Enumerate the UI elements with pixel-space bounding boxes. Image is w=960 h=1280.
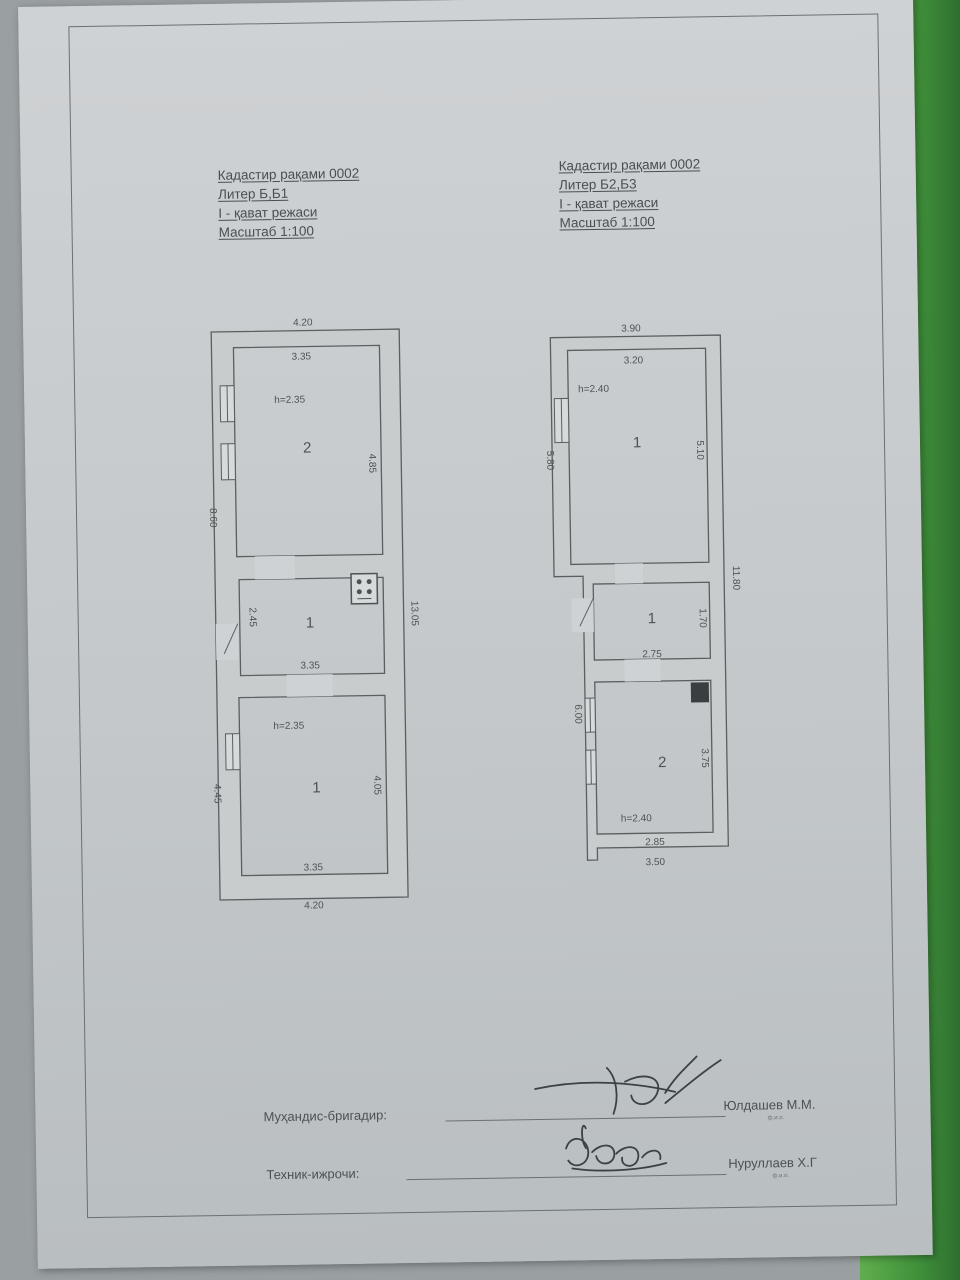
left-floor-plan: 4.20 3.35 h=2.35 4.85 8.60 13.05 2.45 3.… [207,317,420,911]
room-height: h=2.35 [273,721,304,732]
floor-plans: 4.20 3.35 h=2.35 4.85 8.60 13.05 2.45 3.… [207,317,741,911]
room-height: h=2.40 [578,384,609,395]
room-number: 1 [648,610,657,627]
right-floor-plan: 3.90 3.20 h=2.40 5.80 5.10 11.80 1.70 2.… [544,323,741,868]
dim-right-upper: 4.85 [366,453,377,473]
dim-right-upper: 5.10 [694,440,705,460]
dim-left-upper: 5.80 [544,451,555,471]
room-number: 1 [633,434,642,451]
right-entrance [571,598,594,633]
dim-total-height: 13.05 [408,601,419,627]
right-walls [549,334,729,861]
dim-right-lower: 4.05 [371,775,382,795]
technician-name-caption: ф.и.о. [772,1173,790,1180]
left-windows [219,385,241,771]
room-height: h=2.40 [621,813,652,824]
dim-top-outer: 4.20 [293,317,313,328]
dim-top-outer: 3.90 [621,323,641,334]
dim-top-inner: 3.20 [624,355,644,366]
handwritten-signatures [534,1055,722,1172]
left-door-opening [254,555,296,580]
dim-left-lower: 4.45 [211,784,222,804]
dim-top-inner: 3.35 [292,351,312,362]
dim-left-lower: 6.00 [572,704,583,724]
chimney-block-icon [690,682,710,703]
dim-mid-width: 2.75 [642,649,662,660]
engineer-role: Муҳандис-бригадир: [263,1107,387,1125]
stove-icon [350,572,379,605]
dim-total-height: 11.80 [730,566,741,591]
dim-right-lower: 3.75 [699,748,710,768]
dim-left-side: 8.60 [207,508,218,528]
room-number: 1 [306,614,315,631]
dim-mid-right: 1.70 [697,608,708,628]
room-number: 2 [303,439,312,456]
room-number: 1 [312,779,321,796]
right-door-opening [624,659,661,682]
left-door-opening [286,674,333,697]
dim-bottom-inner: 3.35 [304,862,324,873]
right-door-opening [614,563,644,584]
left-entrance [215,623,239,660]
room-number: 2 [658,754,667,771]
technician-role: Техник-ижрочи: [266,1165,360,1183]
dim-bottom-outer: 4.20 [304,900,324,911]
right-windows [553,397,597,785]
document-sheet: Кадастир рақами 0002 Литер Б,Б1 I - қава… [18,0,933,1269]
right-door-leaf [579,597,594,627]
room-height: h=2.35 [274,395,305,406]
dim-mid-left: 2.45 [247,607,258,627]
dim-bottom-inner: 2.85 [645,837,665,848]
left-door-leaf [223,623,239,655]
engineer-name-caption: ф.и.о. [767,1115,785,1122]
dim-bottom-outer: 3.50 [645,857,665,868]
dim-mid-width: 3.35 [300,660,320,671]
